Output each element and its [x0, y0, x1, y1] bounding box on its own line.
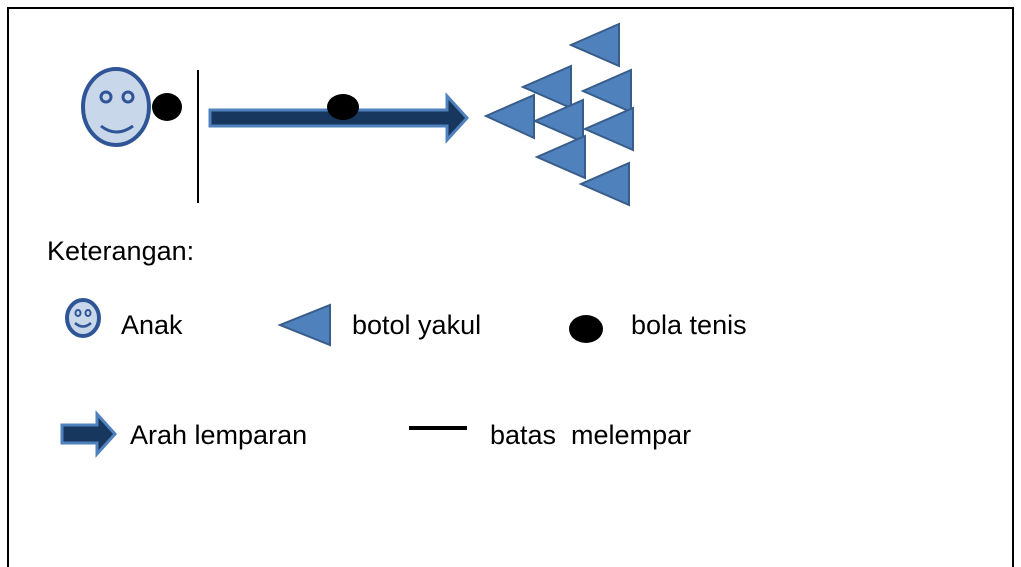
- bottle-triangle: [520, 64, 572, 110]
- legend-label-bola-tenis: bola tenis: [631, 310, 747, 340]
- bottle-triangle: [534, 134, 586, 180]
- bottle-triangle: [568, 22, 620, 68]
- legend-label-arah-lemparan: Arah lemparan: [130, 420, 308, 450]
- bottle-triangle: [578, 161, 630, 207]
- legend-label-botol-yakul: botol yakul: [352, 310, 482, 340]
- legend-label-anak: Anak: [121, 310, 183, 340]
- legend-title: Keterangan:: [47, 236, 195, 266]
- diagram-frame: [7, 7, 1014, 567]
- legend-label-batas-melempar: batas melempar: [490, 420, 692, 450]
- bottle-triangle: [580, 68, 632, 114]
- child-smiley-icon: [81, 67, 151, 147]
- bottle-triangle: [582, 106, 634, 152]
- triangle-icon: [277, 303, 331, 347]
- bottle-triangle: [532, 98, 584, 144]
- ball-near-child: [152, 93, 182, 121]
- ball-on-arrow: [327, 94, 359, 120]
- bottle-triangle: [483, 93, 535, 140]
- black-ellipse-icon: [569, 315, 603, 343]
- smiley-face-icon: [65, 298, 101, 338]
- bottle-formation: [483, 22, 634, 207]
- arrow-right-icon: [60, 410, 118, 458]
